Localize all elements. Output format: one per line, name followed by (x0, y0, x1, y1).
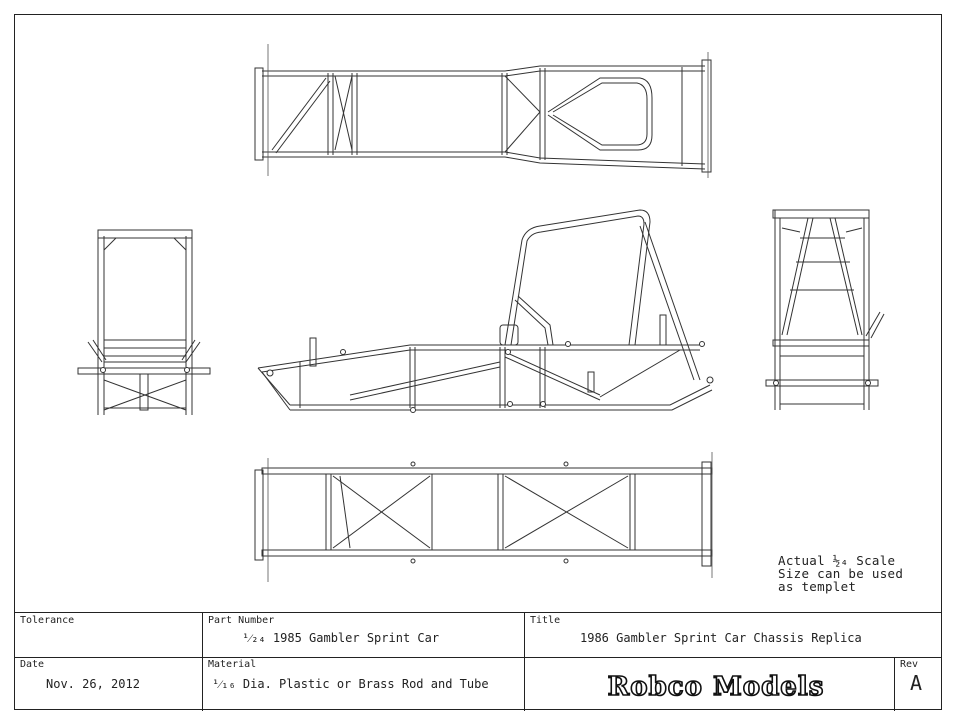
scale-note-line2: Size can be used (778, 566, 904, 581)
side-view (257, 209, 714, 413)
scale-note: Actual ½₄ Scale Size can be used as temp… (778, 554, 903, 593)
material-value: ¹⁄₁₆ Dia. Plastic or Brass Rod and Tube (212, 677, 489, 691)
company-logo: Robco Models (566, 671, 866, 703)
material-label: Material (208, 659, 257, 670)
top-view (254, 44, 712, 178)
front-view (77, 229, 211, 415)
date-cell: Date Nov. 26, 2012 (14, 657, 202, 711)
rear-view (765, 209, 885, 410)
scale-note-line1: Actual ½₄ Scale (778, 553, 896, 568)
title-label: Title (530, 615, 561, 626)
date-value: Nov. 26, 2012 (46, 677, 140, 691)
title-value: 1986 Gambler Sprint Car Chassis Replica (580, 631, 862, 645)
title-cell: Title 1986 Gambler Sprint Car Chassis Re… (524, 613, 942, 657)
rev-label: Rev (900, 659, 919, 670)
part-number-value: ¹⁄₂₄ 1985 Gambler Sprint Car (242, 631, 440, 645)
company-name: Robco Models (607, 671, 825, 703)
bottom-view (254, 452, 713, 582)
rev-cell: Rev A (894, 657, 942, 711)
material-cell: Material ¹⁄₁₆ Dia. Plastic or Brass Rod … (202, 657, 524, 711)
scale-note-line3: as templet (778, 579, 857, 594)
date-label: Date (20, 659, 45, 670)
tolerance-label: Tolerance (20, 615, 75, 626)
drawing-border (14, 14, 942, 710)
tolerance-cell: Tolerance (14, 613, 202, 657)
rev-value: A (910, 671, 923, 695)
part-number-cell: Part Number ¹⁄₂₄ 1985 Gambler Sprint Car (202, 613, 524, 657)
part-number-label: Part Number (208, 615, 275, 626)
title-block: Tolerance Part Number ¹⁄₂₄ 1985 Gambler … (14, 612, 942, 711)
